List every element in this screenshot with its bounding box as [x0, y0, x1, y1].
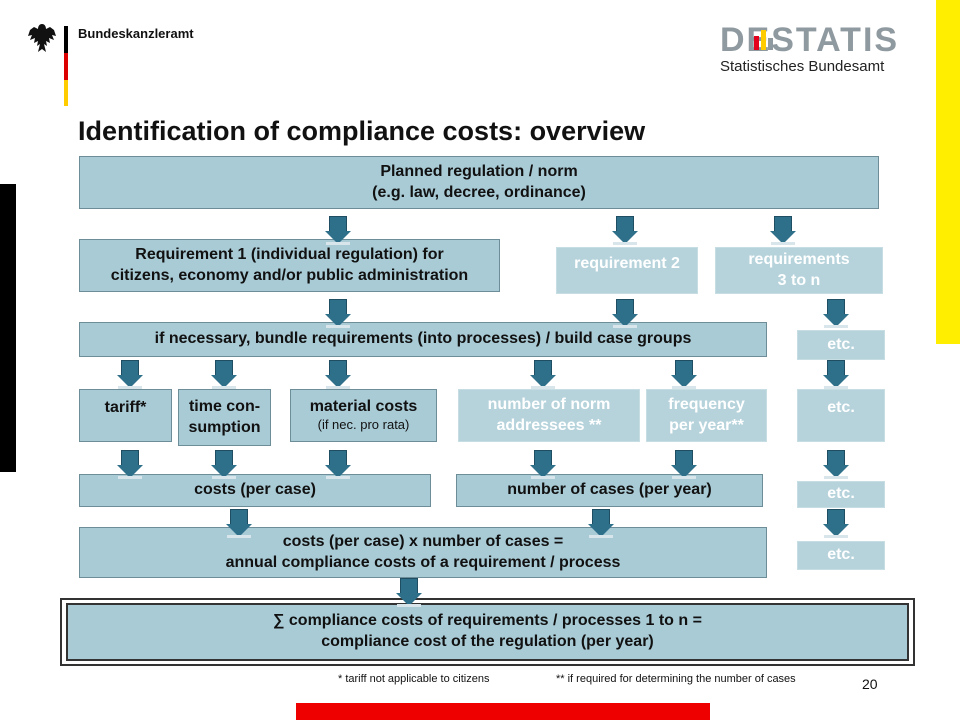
etc-box-4: etc. — [797, 541, 885, 570]
down-arrow-icon — [325, 216, 351, 246]
requirement-2-box: requirement 2 — [556, 247, 698, 294]
down-arrow-icon — [671, 360, 697, 390]
page-title: Identification of compliance costs: over… — [78, 116, 646, 146]
material-costs-box: material costs (if nec. pro rata) — [290, 389, 437, 442]
down-arrow-icon — [823, 509, 849, 539]
tariff-box: tariff* — [79, 389, 172, 442]
requirements-3-to-n-box: requirements 3 to n — [715, 247, 883, 294]
bottom-red-bar — [296, 703, 710, 720]
destatis-subtitle: Statistisches Bundesamt — [720, 58, 885, 75]
etc-box-2: etc. — [797, 389, 885, 442]
total-compliance-cost-box: ∑ compliance costs of requirements / pro… — [66, 603, 909, 661]
page-number: 20 — [862, 676, 878, 692]
down-arrow-icon — [823, 450, 849, 480]
down-arrow-icon — [530, 360, 556, 390]
bundle-requirements-box: if necessary, bundle requirements (into … — [79, 322, 767, 357]
down-arrow-icon — [325, 450, 351, 480]
down-arrow-icon — [117, 360, 143, 390]
planned-regulation-box: Planned regulation / norm (e.g. law, dec… — [79, 156, 879, 209]
down-arrow-icon — [226, 509, 252, 539]
down-arrow-icon — [588, 509, 614, 539]
down-arrow-icon — [117, 450, 143, 480]
down-arrow-icon — [211, 450, 237, 480]
etc-box-3: etc. — [797, 481, 885, 508]
footnote-frequency: ** if required for determining the numbe… — [556, 673, 796, 685]
costs-per-case-box: costs (per case) — [79, 474, 431, 507]
down-arrow-icon — [671, 450, 697, 480]
etc-box-1: etc. — [797, 330, 885, 360]
down-arrow-icon — [823, 360, 849, 390]
down-arrow-icon — [823, 299, 849, 329]
eagle-icon — [28, 24, 56, 52]
left-black-bar — [0, 184, 16, 472]
footnote-tariff: * tariff not applicable to citizens — [338, 673, 490, 685]
down-arrow-icon — [612, 216, 638, 246]
frequency-per-year-box: frequency per year** — [646, 389, 767, 442]
down-arrow-icon — [325, 299, 351, 329]
right-yellow-bar — [936, 0, 960, 344]
number-of-cases-box: number of cases (per year) — [456, 474, 763, 507]
down-arrow-icon — [770, 216, 796, 246]
time-consumption-box: time con- sumption — [178, 389, 271, 446]
down-arrow-icon — [396, 578, 422, 608]
down-arrow-icon — [211, 360, 237, 390]
german-flag-bar — [64, 26, 68, 106]
down-arrow-icon — [530, 450, 556, 480]
down-arrow-icon — [612, 299, 638, 329]
number-of-norm-addressees-box: number of norm addressees ** — [458, 389, 640, 442]
down-arrow-icon — [325, 360, 351, 390]
destatis-wordmark: DESTATIS — [720, 21, 900, 59]
destatis-logo: DESTATIS Statistisches Bundesamt — [720, 22, 910, 76]
brand-name: Bundeskanzleramt — [78, 26, 194, 41]
annual-compliance-costs-box: costs (per case) x number of cases = ann… — [79, 527, 767, 578]
requirement-1-box: Requirement 1 (individual regulation) fo… — [79, 239, 500, 292]
destatis-bars-icon — [754, 30, 773, 50]
